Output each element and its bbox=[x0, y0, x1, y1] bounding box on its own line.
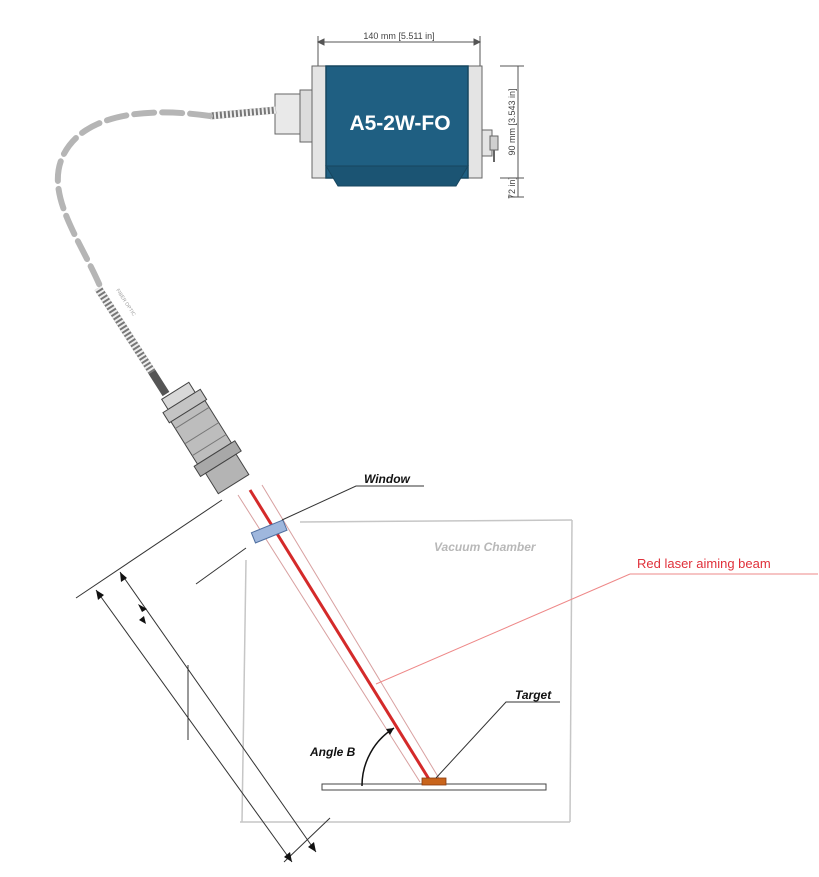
laser-callout-line bbox=[375, 573, 631, 685]
width-dimension bbox=[316, 36, 482, 66]
optical-head bbox=[161, 381, 250, 495]
angle-b-arc bbox=[361, 727, 395, 787]
vacuum-chamber-label: Vacuum Chamber bbox=[434, 540, 537, 554]
window-label: Window bbox=[364, 472, 411, 486]
device-model-label: A5-2W-FO bbox=[349, 112, 450, 135]
target-callout-line bbox=[435, 701, 560, 779]
distance-dimension bbox=[75, 499, 331, 863]
window-callout-line bbox=[281, 485, 424, 521]
red-laser-label: Red laser aiming beam bbox=[637, 556, 771, 571]
red-laser-aiming-beam bbox=[248, 489, 434, 785]
viewing-window bbox=[250, 519, 288, 544]
height-dimension-label: 90 mm [3.543 in] bbox=[507, 88, 517, 155]
distance-arrowheads bbox=[96, 572, 316, 862]
angle-b-label: Angle B bbox=[309, 745, 356, 759]
angle-b-arrowhead bbox=[386, 728, 394, 735]
small-dimension-label: 72 in] bbox=[507, 177, 517, 199]
fiber-optic-cable bbox=[54, 106, 277, 397]
target-label: Target bbox=[515, 688, 552, 702]
height-dimension bbox=[500, 65, 524, 198]
width-dimension-label: 140 mm [5.511 in] bbox=[363, 31, 434, 41]
target-spot bbox=[421, 777, 447, 786]
pyrometer-device bbox=[274, 65, 499, 187]
